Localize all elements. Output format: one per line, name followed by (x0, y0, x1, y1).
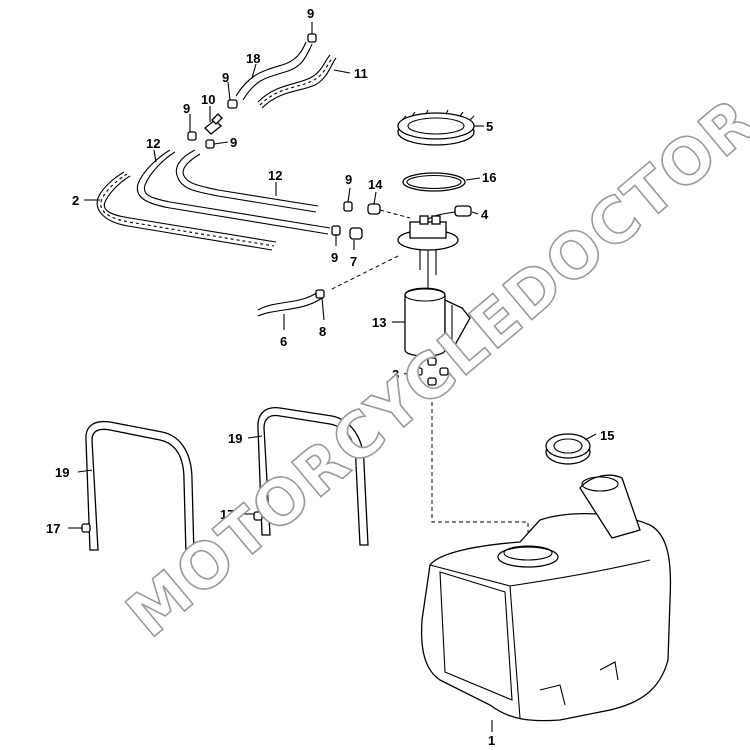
hose-2-braided (96, 171, 277, 251)
callout-12-left: 12 (146, 136, 160, 151)
callout-14: 14 (368, 177, 383, 192)
clamp-9-top (307, 33, 317, 43)
callout-19-right: 19 (228, 431, 242, 446)
clamp-9-b (187, 131, 215, 149)
callout-9-c: 9 (230, 135, 237, 150)
callout-1: 1 (488, 733, 495, 748)
callout-leaders (68, 22, 597, 732)
callout-13: 13 (372, 315, 386, 330)
fuel-pump-13 (404, 287, 471, 357)
callout-7: 7 (350, 254, 357, 269)
leader-pump-to-hose (329, 255, 399, 291)
connector-10 (204, 113, 223, 135)
callout-9-b: 9 (183, 101, 190, 116)
clamp-8 (315, 289, 325, 299)
callout-9-e: 9 (331, 250, 338, 265)
fitting-7 (349, 227, 363, 240)
bracket-19-right (257, 407, 369, 546)
fitting-14 (367, 203, 381, 215)
screws-17 (81, 511, 263, 533)
hose-11-braided (257, 54, 337, 109)
fuel-cap-15 (545, 433, 591, 465)
callout-16: 16 (482, 170, 496, 185)
callout-2: 2 (72, 193, 79, 208)
callout-19-left: 19 (55, 465, 69, 480)
fuel-tank-1 (420, 474, 672, 722)
callout-4: 4 (481, 207, 489, 222)
callout-6: 6 (280, 334, 287, 349)
clamps-9-mid (331, 201, 353, 236)
hose-18 (235, 41, 313, 101)
pump-flange (397, 215, 459, 290)
callout-15: 15 (600, 428, 614, 443)
callout-9-top: 9 (307, 6, 314, 21)
pipe-12-upper (175, 149, 319, 213)
callout-17-left: 17 (46, 521, 60, 536)
leader-pipe-to-pump (379, 209, 411, 219)
bracket-19-left (85, 420, 195, 556)
leader-pump-to-tank (431, 388, 529, 548)
lock-ring-5 (397, 109, 475, 146)
hose-6 (257, 291, 323, 317)
callout-8: 8 (319, 324, 326, 339)
callout-12-right: 12 (268, 168, 282, 183)
callout-5: 5 (486, 119, 493, 134)
seal-16 (402, 172, 466, 192)
callout-11: 11 (354, 66, 368, 81)
callout-3: 3 (392, 367, 399, 382)
pipe-12-lower (136, 149, 331, 235)
callout-18: 18 (246, 51, 260, 66)
callout-17-right: 17 (220, 507, 234, 522)
nuts-3 (413, 357, 449, 386)
clamp-9-a (227, 99, 238, 109)
callout-9-a: 9 (222, 70, 229, 85)
callout-9-d: 9 (345, 172, 352, 187)
callout-10: 10 (201, 92, 215, 107)
